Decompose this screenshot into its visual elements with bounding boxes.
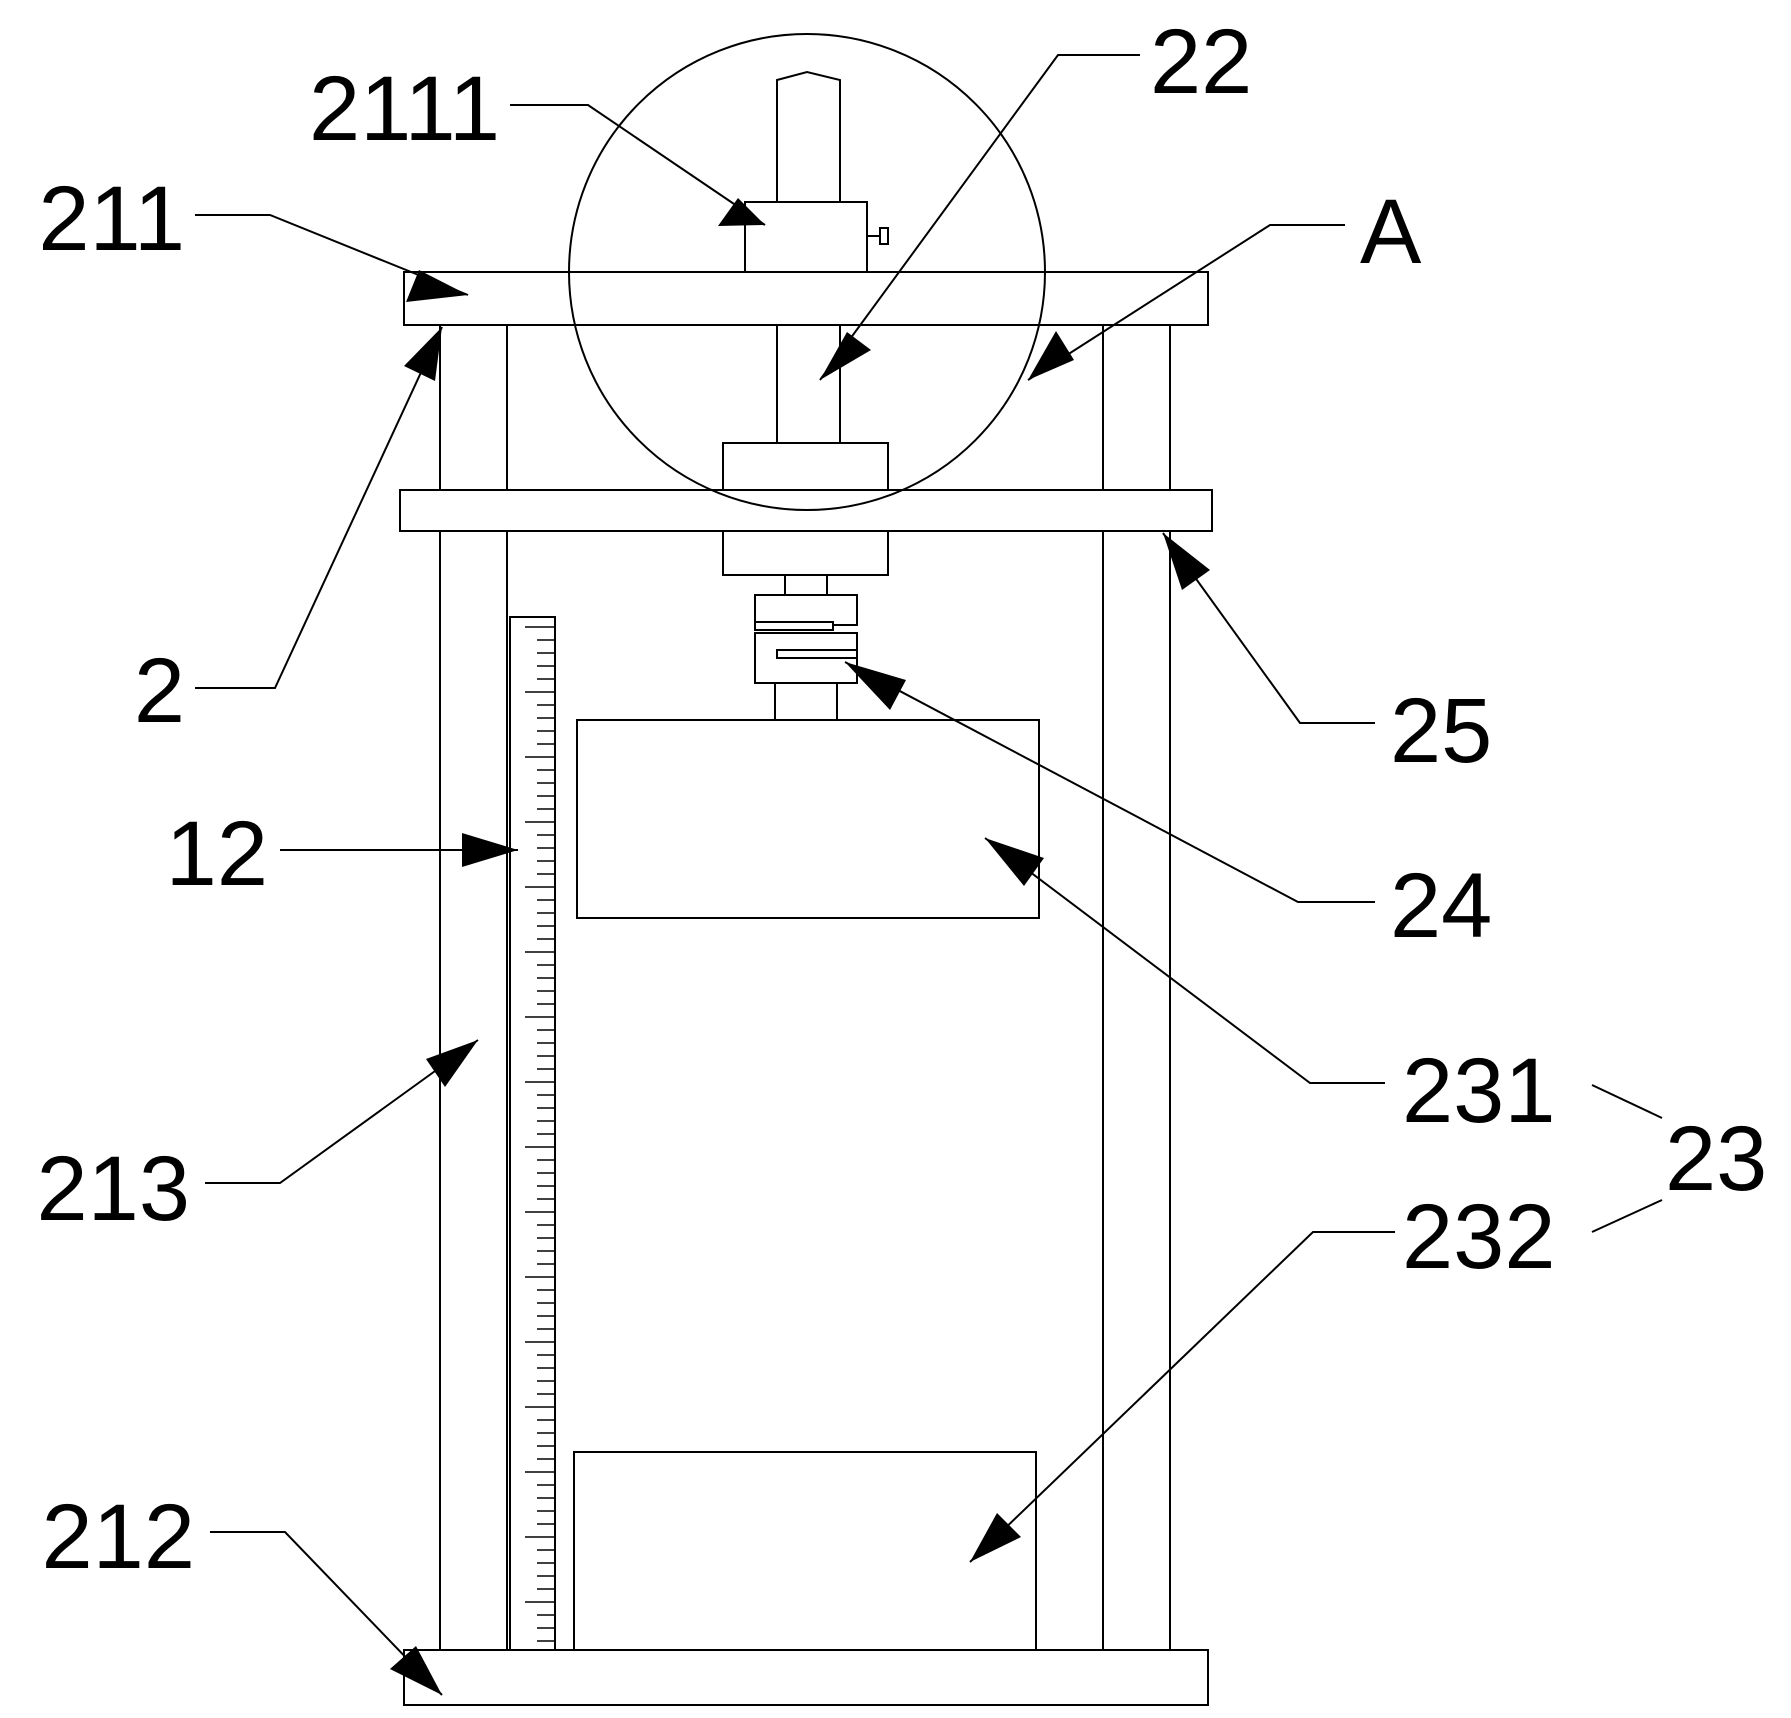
leader-231 [984, 837, 1385, 1084]
arrowhead-a [1028, 331, 1074, 380]
arrowhead-212 [390, 1646, 442, 1695]
connector-upper-block [754, 594, 858, 626]
arrowhead-213 [426, 1040, 478, 1087]
label-232: 232 [1402, 1186, 1556, 1288]
connector-upper-neck [784, 574, 828, 596]
leader-2111 [510, 104, 766, 226]
connector-lower-neck [774, 682, 838, 721]
leader-a [1027, 224, 1345, 381]
right-outer-post [1102, 324, 1171, 1651]
arrowhead-231 [985, 838, 1044, 886]
locking-block [744, 201, 889, 273]
label-213: 213 [37, 1138, 191, 1240]
rod-upper [776, 70, 841, 203]
rod-lower [776, 324, 841, 444]
label-231: 231 [1402, 1040, 1556, 1142]
upper-block [576, 719, 1040, 919]
bracket-23-upper [1591, 1084, 1663, 1119]
locking-block-body [744, 201, 868, 273]
leader-211 [195, 214, 469, 296]
label-a: A [1360, 181, 1422, 283]
leader-lines [195, 54, 1663, 1696]
left-outer-post [439, 324, 508, 1651]
label-2: 2 [134, 640, 185, 742]
label-23: 23 [1665, 1108, 1767, 1210]
frame-posts [439, 324, 1171, 1651]
nut-upper [722, 442, 889, 491]
nut-lower [722, 530, 889, 576]
leader-213 [205, 1039, 479, 1184]
lower-block [573, 1451, 1037, 1651]
arrowhead-24 [845, 662, 906, 710]
label-12: 12 [166, 803, 268, 905]
arrowhead-232 [970, 1513, 1021, 1562]
top-plate [403, 271, 1209, 326]
bracket-23-lower [1591, 1199, 1663, 1233]
connector [754, 574, 858, 721]
label-2111: 2111 [309, 58, 500, 160]
connector-slot-bottom [776, 649, 858, 659]
arrowhead-2 [404, 327, 442, 381]
arrowhead-25 [1163, 533, 1210, 590]
graduated-scale [509, 616, 556, 1651]
label-211: 211 [38, 168, 185, 270]
leader-212 [210, 1531, 443, 1696]
leader-24 [844, 661, 1375, 903]
set-screw-head [879, 227, 889, 245]
bottom-plate [403, 1649, 1209, 1706]
detail-circle-a [568, 33, 1046, 511]
arrowhead-22 [820, 332, 871, 380]
nut-housing [722, 442, 889, 576]
connector-slot-top [754, 621, 834, 631]
label-22: 22 [1150, 11, 1252, 113]
label-24: 24 [1390, 855, 1492, 957]
arrowhead-2111 [718, 198, 765, 226]
arrowhead-12 [462, 833, 518, 867]
label-212: 212 [42, 1486, 196, 1588]
label-25: 25 [1390, 680, 1492, 782]
leader-25 [1162, 532, 1375, 724]
callout-labels: 2111 22 211 A 2 25 12 24 231 23 213 232 … [37, 11, 1768, 1588]
leader-232 [969, 1231, 1395, 1563]
scale-ticks [525, 626, 555, 1642]
leader-22 [819, 54, 1140, 381]
arrowhead-211 [406, 270, 468, 302]
leader-2 [195, 326, 443, 689]
arrowheads [390, 198, 1210, 1695]
